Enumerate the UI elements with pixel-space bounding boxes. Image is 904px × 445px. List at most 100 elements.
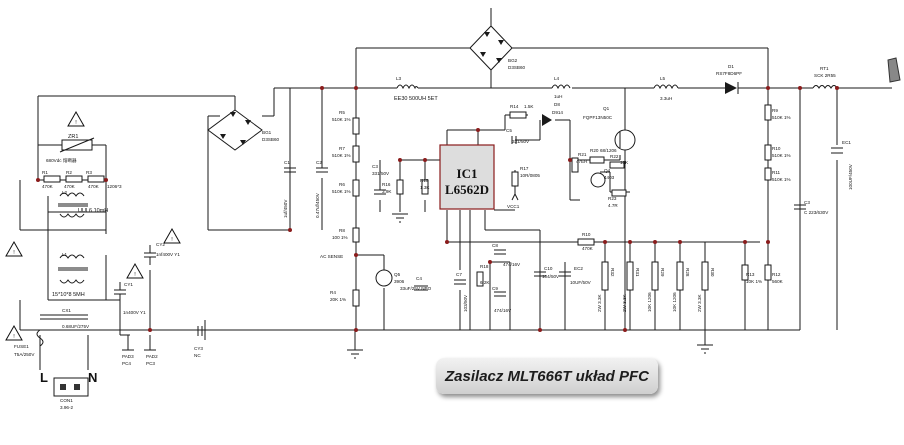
inductor-l3 xyxy=(396,84,419,90)
label-r20-value: 68/1206 xyxy=(600,148,617,153)
pad-2 xyxy=(144,335,156,351)
label-r29: R29 xyxy=(660,268,665,277)
label-ac-sense: AC SENSE xyxy=(320,254,343,259)
svg-text:!: ! xyxy=(171,237,173,243)
label-rt1: RT1 xyxy=(820,66,829,71)
label-r17: R17 xyxy=(520,166,529,171)
label-r6-value: 510K 1% xyxy=(332,189,351,194)
label-r30-value: 2W 3.3K xyxy=(697,293,702,312)
label-ec1-value: 100UF/450V xyxy=(848,163,853,190)
label-r22: R22 xyxy=(610,154,619,159)
label-r9: R9 xyxy=(772,108,778,113)
caption-box: Zasilacz MLT666T układ PFC xyxy=(436,358,658,394)
label-r9-value: 510K 1% xyxy=(772,115,791,120)
label-l3-value: EE30 500UH 5ET xyxy=(394,96,438,102)
label-r18: R18 xyxy=(480,264,489,269)
mosfet-q1 xyxy=(614,129,636,151)
label-r22-value: 10K xyxy=(620,160,629,165)
label-r13: R13 xyxy=(746,272,755,277)
label-q4-value: 4403 xyxy=(604,175,615,180)
resistor-r5 xyxy=(352,117,360,135)
label-vcc1: VCC1 xyxy=(507,204,520,209)
resistor-r7 xyxy=(352,145,360,163)
label-r16-value: 3.9K xyxy=(382,189,392,194)
components: IC1 L6562D xyxy=(36,32,901,397)
label-r29-value: 10K 1206 xyxy=(647,292,652,312)
capacitor-c7 xyxy=(454,279,466,285)
resistor-r31 xyxy=(626,261,634,291)
label-r5-value: 510K 1% xyxy=(332,117,351,122)
resistor-r15 xyxy=(421,179,429,195)
resistor-r13 xyxy=(741,264,749,281)
capacitor-cx1 xyxy=(40,314,88,320)
label-d1: D1 xyxy=(728,64,734,69)
label-r2: R2 xyxy=(66,170,72,175)
label-l3: L3 xyxy=(396,76,402,81)
bridge-bg1 xyxy=(207,109,263,151)
label-r11: R11 xyxy=(772,170,781,175)
label-c10: C10 xyxy=(544,266,553,271)
label-r10b: R10 xyxy=(772,146,781,151)
label-pad3-value: PC4 xyxy=(122,361,131,366)
label-l2: L2 xyxy=(62,190,68,195)
svg-text:!: ! xyxy=(13,334,15,340)
connector-con1 xyxy=(53,377,89,397)
label-q1-value: FQPF13N50C xyxy=(583,115,613,120)
label-r3-package: 1206*3 xyxy=(107,184,122,189)
label-q5: Q5 xyxy=(394,272,401,277)
resistor-r29 xyxy=(651,261,659,291)
inductor-l4 xyxy=(551,84,571,90)
label-r7-value: 510K 1% xyxy=(332,153,351,158)
output-terminal xyxy=(887,57,901,83)
label-zr1: ZR1 xyxy=(68,134,78,140)
label-r12-value: 560K xyxy=(772,279,784,284)
resistor-r12 xyxy=(764,264,772,281)
label-line: L xyxy=(40,370,48,385)
warning-icon xyxy=(67,110,85,127)
label-c7: C7 xyxy=(456,272,462,277)
wires xyxy=(19,8,892,370)
capacitor-c10 xyxy=(534,271,546,277)
caption-title: Zasilacz MLT666T układ PFC xyxy=(445,367,649,385)
label-ec2: EC2 xyxy=(574,266,583,271)
label-rv: 680Vdc 熔断器 xyxy=(46,157,77,164)
thermistor-rt1 xyxy=(812,85,838,89)
label-r11-value: 510K 1% xyxy=(772,177,791,182)
label-rt1-value: SCK 2R55 xyxy=(814,73,836,78)
ground-symbol-2 xyxy=(697,344,713,354)
label-r32: R32 xyxy=(610,268,615,277)
svg-text:!: ! xyxy=(75,120,77,126)
label-fuse-value: T5A/250V xyxy=(14,352,35,357)
label-r4: R4 xyxy=(330,290,336,295)
svg-text:!: ! xyxy=(13,250,15,256)
warning-icon xyxy=(5,324,23,341)
label-ec2-value: 10UF/50V xyxy=(570,280,592,285)
label-r17-value: 10R/0805 xyxy=(520,173,540,178)
resistor-r10-h xyxy=(577,238,595,246)
resistor-r17 xyxy=(511,171,519,187)
label-c4-value: 33uF/25V NPO xyxy=(400,286,432,291)
label-r7: R7 xyxy=(339,146,345,151)
label-r5: R5 xyxy=(339,110,345,115)
label-r31: R31 xyxy=(635,268,640,277)
pad-3 xyxy=(122,335,134,351)
connector-pin-1 xyxy=(60,384,66,390)
label-c1: C1 xyxy=(284,160,290,165)
resistor-r20 xyxy=(589,156,605,164)
capacitor-cy3 xyxy=(197,326,203,336)
diode-d1 xyxy=(725,82,737,94)
warning-icons: ! ! ! ! ! xyxy=(5,110,181,341)
label-r21: R21 xyxy=(578,152,587,157)
label-r8-value: 100 1% xyxy=(332,235,348,240)
label-r32-value: 2W 3.3K xyxy=(597,293,602,312)
label-q5-value: 3906 xyxy=(394,279,405,284)
component-labels: ZR1 680Vdc 熔断器 R1 470K R2 470K R3 470K 1… xyxy=(14,58,853,410)
fuse-1 xyxy=(36,329,44,347)
label-cy3: CY3 xyxy=(194,346,203,351)
label-r14: R14 xyxy=(510,104,519,109)
label-cx1: CX1 xyxy=(62,308,71,313)
label-cy1: CY1 xyxy=(124,282,133,287)
svg-text:!: ! xyxy=(134,272,136,278)
label-l4: L4 xyxy=(554,76,560,81)
label-con1-type: 3.96-2 xyxy=(60,405,73,410)
